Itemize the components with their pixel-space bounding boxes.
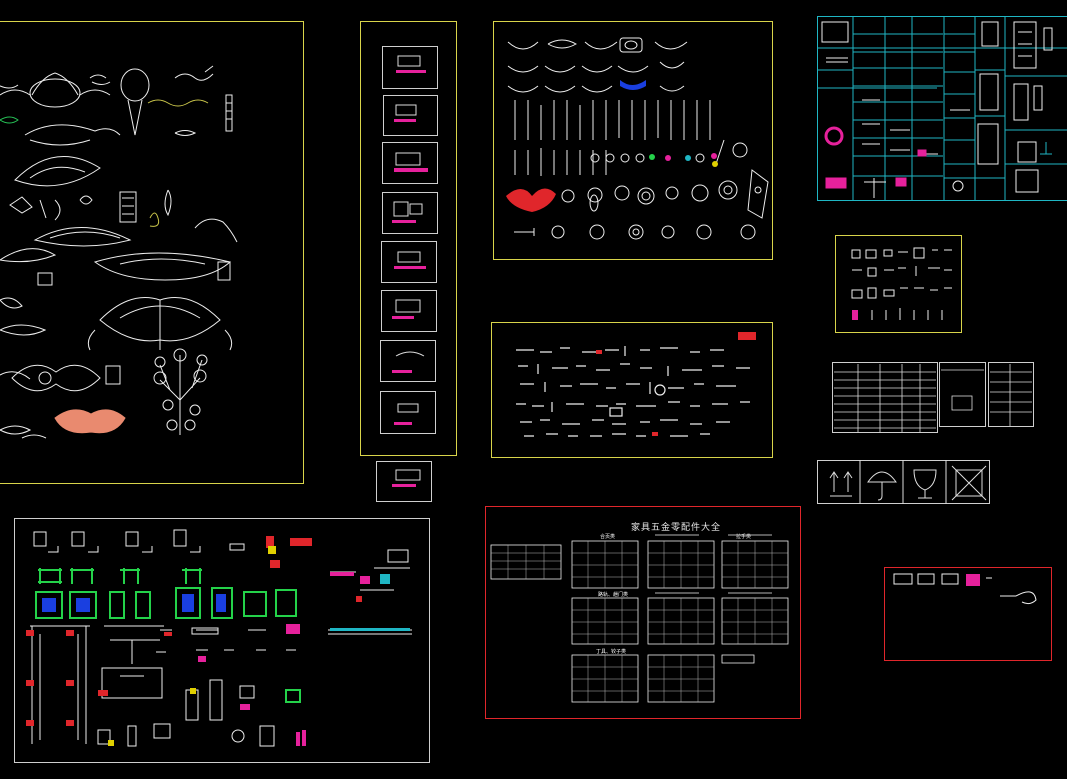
section-label-handles: 拉手类 (736, 534, 752, 540)
sheet-thumb-9[interactable] (376, 461, 432, 502)
catalog-title: 家具五金零配件大全 (631, 523, 722, 533)
sheet-thumb-6[interactable] (381, 290, 437, 332)
sheet-thumb-4[interactable] (382, 192, 438, 234)
section-label-slides: 路轨、趟门类 (598, 592, 629, 598)
handles-panel[interactable] (493, 21, 773, 260)
spec-table-2[interactable] (939, 362, 986, 427)
hinge-drawing-sheet[interactable] (14, 518, 430, 763)
sheet-thumb-8[interactable] (380, 391, 436, 434)
spec-table-1[interactable] (832, 362, 938, 433)
section-label-locks: 丁具、铰子类 (596, 649, 627, 655)
section-label-hinges: 合页类 (600, 534, 616, 540)
sheet-thumb-7[interactable] (380, 340, 436, 382)
fittings-panel[interactable] (835, 235, 962, 333)
spec-table-3[interactable] (988, 362, 1034, 427)
detail-panel[interactable] (884, 567, 1052, 661)
packaging-symbols[interactable] (817, 460, 990, 504)
sheet-thumb-1[interactable] (382, 46, 438, 89)
ornament-panel[interactable] (0, 21, 304, 484)
sheet-thumb-3[interactable] (382, 142, 438, 184)
small-sheets-panel[interactable] (360, 21, 457, 456)
sheet-thumb-2[interactable] (383, 95, 438, 136)
hardware-catalog-sheet[interactable] (485, 506, 801, 719)
cyan-spec-sheet[interactable] (817, 16, 1067, 201)
parts-panel[interactable] (491, 322, 773, 458)
sheet-thumb-5[interactable] (381, 241, 437, 283)
